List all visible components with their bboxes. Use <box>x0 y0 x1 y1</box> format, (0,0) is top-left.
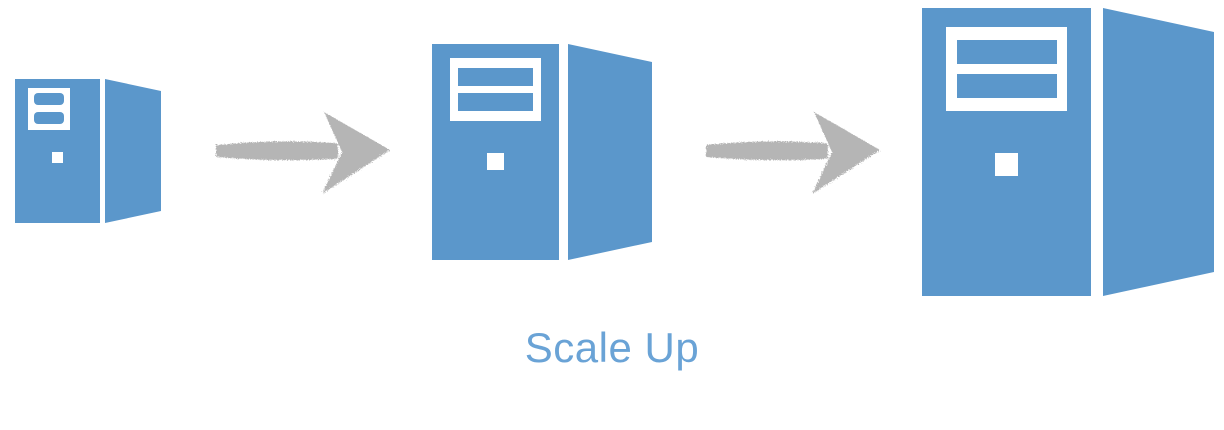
arrow-right-icon <box>706 112 880 194</box>
diagram-caption: Scale Up <box>524 324 700 371</box>
large-server-icon <box>922 8 1214 296</box>
medium-server-icon <box>432 44 652 260</box>
arrow-right-icon <box>216 112 390 194</box>
small-server-icon <box>15 79 161 223</box>
